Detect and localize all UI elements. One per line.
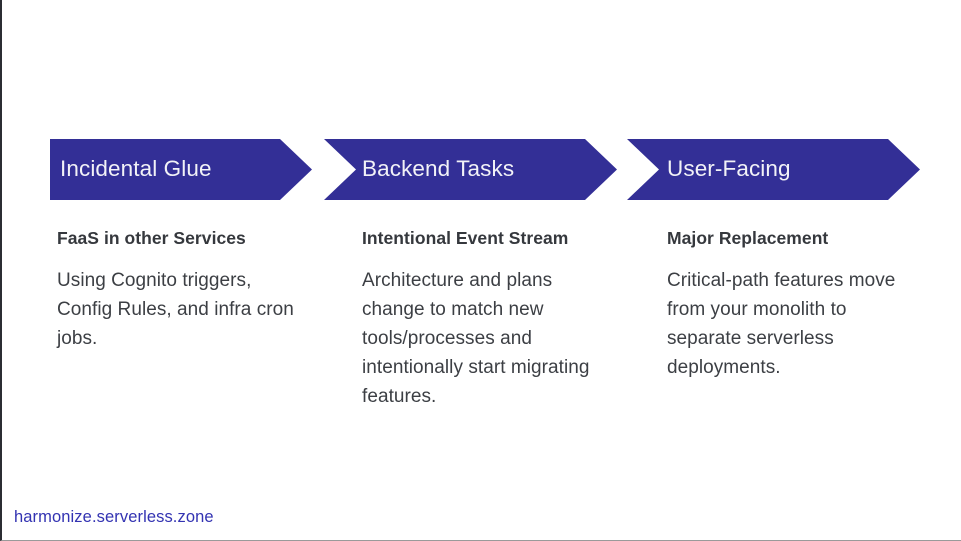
stage-3-body: Critical-path features move from your mo… [667,270,896,378]
chevron-stage-2-label: Backend Tasks [362,156,515,182]
chevron-stage-2[interactable]: Backend Tasks [324,139,617,200]
stage-1-text-column: FaaS in other Services Using Cognito tri… [57,228,307,354]
chevron-stage-1-label: Incidental Glue [60,156,212,182]
chevron-shape-icon [50,139,312,200]
stage-1-heading: FaaS in other Services [57,228,246,248]
chevron-stage-3[interactable]: User-Facing [627,139,920,200]
process-chevron-band: Incidental Glue Backend Tasks User-Facin… [2,139,961,200]
stage-2-body: Architecture and plans change to match n… [362,270,590,407]
chevron-stage-3-label: User-Facing [667,156,791,182]
stage-3-heading: Major Replacement [667,228,829,248]
stage-2-heading: Intentional Event Stream [362,228,569,248]
stage-2-text-column: Intentional Event Stream Architecture an… [362,228,612,411]
footer-site-link[interactable]: harmonize.serverless.zone [14,508,214,526]
chevron-shape-icon [324,139,617,200]
stage-1-body: Using Cognito triggers, Config Rules, an… [57,270,294,349]
stage-3-text-column: Major Replacement Critical-path features… [667,228,922,383]
chevron-stage-1[interactable]: Incidental Glue [50,139,312,200]
chevron-shape-icon [627,139,920,200]
